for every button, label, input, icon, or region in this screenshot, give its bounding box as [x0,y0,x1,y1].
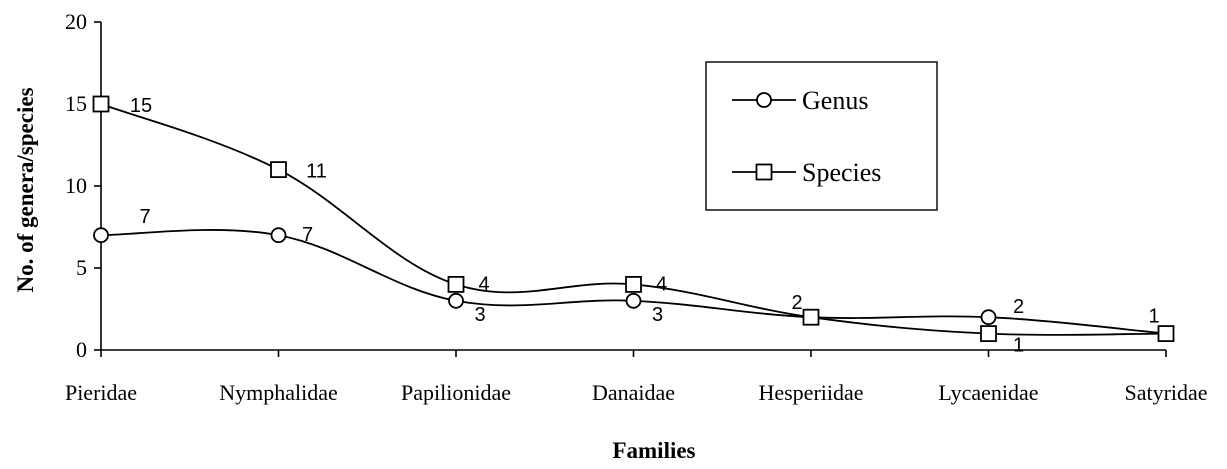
legend-label: Species [802,158,881,187]
genus-point [270,227,287,244]
y-tick-label: 0 [76,337,87,362]
data-label: 2 [791,292,802,314]
data-label: 11 [306,161,327,183]
data-label: 4 [656,273,667,295]
data-label: 4 [478,273,489,295]
species-point [625,275,642,293]
legend-box [705,61,938,211]
x-tick-label: Satyridae [1124,380,1207,405]
species-point [1157,325,1175,343]
legend-species-marker [755,163,773,181]
genus-point [625,292,642,309]
x-tick-label: Hesperiidae [758,380,863,405]
x-tick-label: Pieridae [65,380,137,405]
data-label: 1 [1013,335,1024,357]
species-point [447,275,465,293]
species-point [92,95,110,113]
data-label: 3 [652,304,663,326]
genus-point [448,292,464,309]
x-tick-label: Nymphalidae [219,380,338,405]
y-tick-label: 20 [65,9,87,34]
y-tick-label: 10 [65,173,87,198]
x-tick-label: Lycaenidae [938,380,1038,405]
data-label: 1 [1148,306,1159,328]
x-tick-label: Danaidae [592,380,675,405]
data-label: 7 [139,206,150,228]
y-tick-label: 15 [65,91,87,116]
genus-point [93,227,109,244]
legend-label: Genus [802,86,868,115]
y-tick-label: 5 [76,255,87,280]
x-axis-title: Families [612,438,695,463]
y-axis-title: No. of genera/species [13,87,38,292]
data-label: 2 [1013,296,1024,318]
x-tick-label: Papilionidae [401,380,511,405]
species-point [270,161,287,179]
data-label: 15 [130,95,152,117]
species-point [980,325,997,343]
legend-genus-marker [756,92,772,108]
species-point [802,308,820,326]
genus-point [980,309,997,326]
data-label: 3 [474,304,485,326]
data-label: 7 [302,224,313,246]
